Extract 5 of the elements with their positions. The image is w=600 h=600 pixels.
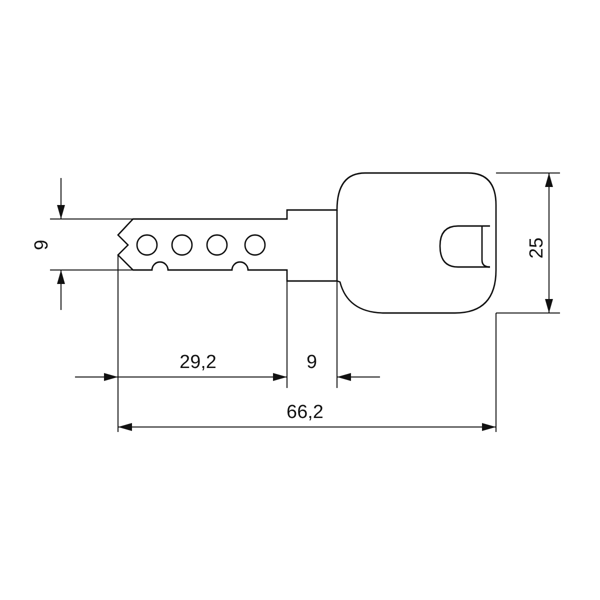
dimension-value: 9 — [32, 240, 52, 250]
dimension-value: 66,2 — [286, 403, 324, 423]
dimension-value: 9 — [306, 353, 318, 373]
dimension-value: 29,2 — [180, 353, 216, 373]
dimension-value: 25 — [527, 237, 548, 259]
